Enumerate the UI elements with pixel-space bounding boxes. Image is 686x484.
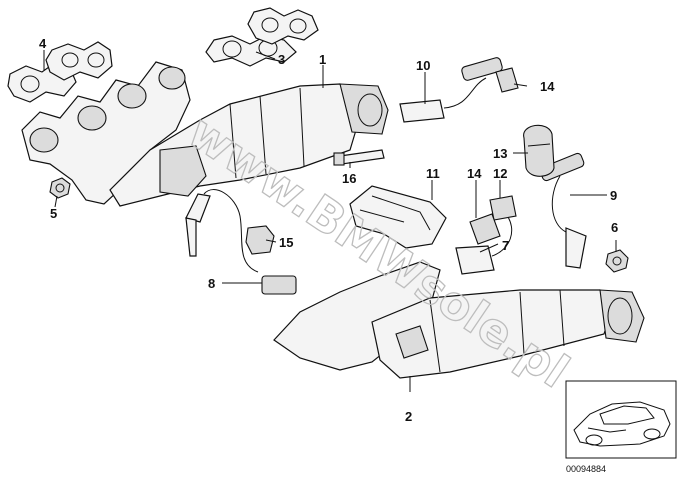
vehicle-thumbnail	[565, 380, 677, 459]
callout-16: 16	[342, 171, 356, 186]
callout-6: 6	[611, 220, 618, 235]
callout-labels: 1 2 3 4 5 6 7 8 9 10 11 12 13 14 14 15 1…	[39, 36, 618, 424]
gasket-upper-pair[interactable]	[205, 7, 319, 67]
callout-8: 8	[208, 276, 215, 291]
callout-14-upper: 14	[540, 79, 555, 94]
callout-1: 1	[319, 52, 326, 67]
callout-13: 13	[493, 146, 507, 161]
callout-9: 9	[610, 188, 617, 203]
upper-manifold-catalyst[interactable]	[21, 61, 389, 207]
nut-6[interactable]	[605, 249, 629, 273]
lower-manifold-catalyst[interactable]	[273, 261, 645, 379]
clip-14-upper[interactable]	[495, 67, 519, 93]
callout-12: 12	[493, 166, 507, 181]
leader-lines	[43, 50, 617, 392]
gasket-left-pair[interactable]	[7, 41, 113, 103]
callout-2: 2	[405, 409, 412, 424]
callout-11: 11	[426, 166, 440, 181]
clip-15[interactable]	[245, 225, 275, 255]
callout-7: 7	[502, 238, 509, 253]
oxygen-sensor-7[interactable]	[455, 213, 513, 275]
oxygen-sensor-9[interactable]	[539, 152, 587, 269]
callout-5: 5	[50, 206, 57, 221]
callout-3: 3	[278, 52, 285, 67]
oxygen-sensor-8[interactable]	[185, 189, 297, 295]
bracket-11[interactable]	[349, 185, 447, 249]
clip-12[interactable]	[489, 195, 517, 221]
clip-14-lower[interactable]	[469, 213, 501, 245]
oxygen-sensor-10[interactable]	[399, 57, 503, 123]
clamp-13[interactable]	[523, 124, 555, 177]
callout-15: 15	[279, 235, 293, 250]
nut-5[interactable]	[49, 177, 71, 199]
reference-number: 00094884	[566, 464, 606, 474]
callout-4: 4	[39, 36, 47, 51]
callout-14-lower: 14	[467, 166, 482, 181]
callout-10: 10	[416, 58, 430, 73]
bolt[interactable]	[333, 149, 385, 166]
